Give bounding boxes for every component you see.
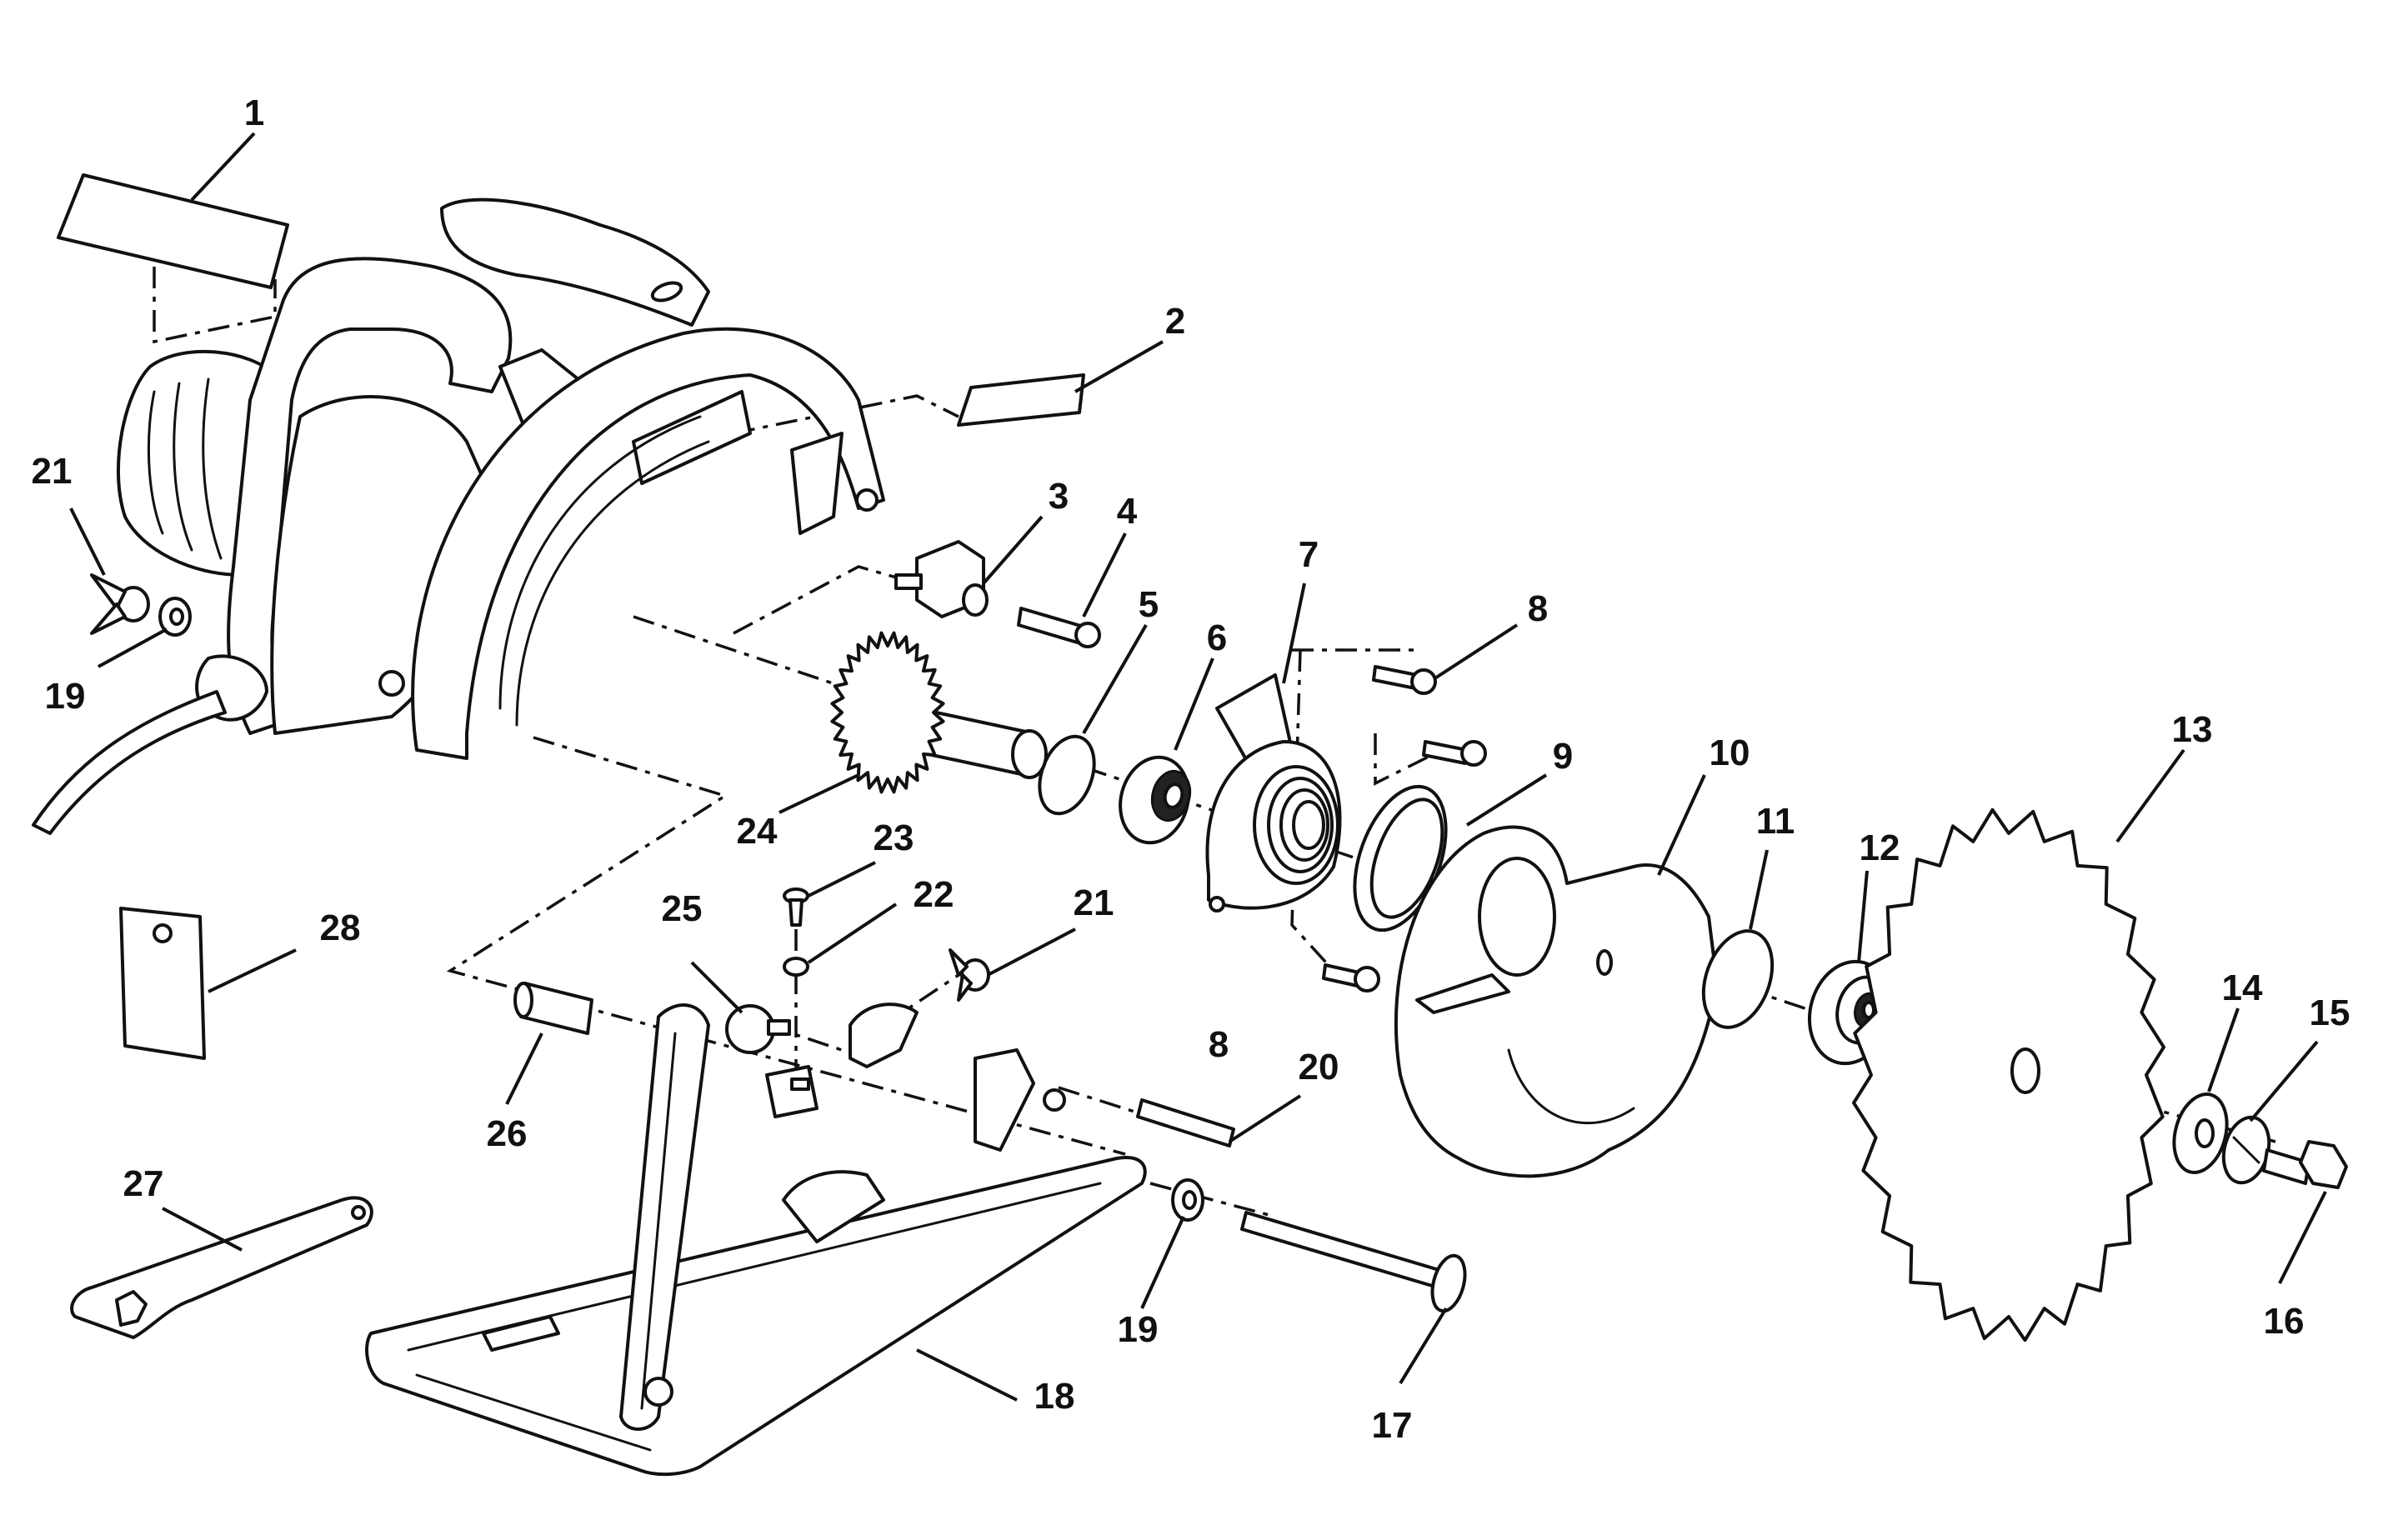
housing-screw — [378, 670, 405, 697]
part-21-wing-nut-left — [90, 573, 150, 635]
part-18-base-plate — [365, 1002, 1147, 1477]
callout-5: 5 — [1139, 584, 1159, 625]
callout-16: 16 — [2264, 1301, 2305, 1342]
bevel-bracket — [619, 1003, 710, 1431]
callout-3: 3 — [1049, 476, 1069, 517]
part-4-screw — [1017, 607, 1101, 648]
guard-pivot-hole — [855, 488, 879, 512]
callout-21-right: 21 — [1074, 882, 1114, 923]
screw-8c-axis — [1374, 733, 1434, 786]
saw-body — [32, 198, 710, 835]
upper-blade-guard — [411, 327, 885, 760]
part-19-washer-left — [158, 597, 192, 637]
callout-8-upper: 8 — [1528, 588, 1548, 629]
part-14-outer-washer — [2172, 1092, 2229, 1175]
callout-13: 13 — [2172, 709, 2213, 750]
label-2-placement-line — [733, 394, 959, 435]
part-28-tag — [119, 907, 206, 1060]
bolt-17-axis — [1149, 1182, 1276, 1218]
part-6-bearing — [1119, 755, 1192, 845]
part-13-saw-blade — [1852, 808, 2165, 1342]
base-slot — [482, 1315, 560, 1352]
base-pivot-axis — [446, 736, 1126, 1156]
callout-19-left: 19 — [45, 676, 86, 717]
callout-1: 1 — [244, 92, 264, 133]
part-3-anchor-block — [894, 540, 989, 618]
base-cutout — [782, 1170, 885, 1243]
part-8-screw-upper — [1372, 665, 1437, 695]
leader-lines — [69, 132, 2327, 1402]
callout-7: 7 — [1299, 534, 1319, 575]
callout-6: 6 — [1207, 618, 1227, 658]
callout-19-right: 19 — [1118, 1309, 1159, 1350]
callout-2: 2 — [1165, 301, 1185, 342]
callout-21-left: 21 — [32, 451, 73, 492]
part-9-retaining-spring — [1353, 784, 1448, 932]
callout-25: 25 — [662, 888, 703, 929]
part-10-lower-blade-guard — [1394, 825, 1719, 1178]
part-8-screw-lower — [1322, 963, 1380, 992]
front-bracket — [765, 1065, 819, 1118]
part-8-screw-middle — [1422, 740, 1487, 767]
callout-10: 10 — [1710, 732, 1750, 773]
part-19-washer-right — [1171, 1178, 1204, 1222]
callout-24: 24 — [737, 811, 778, 852]
part-26-bushing — [513, 982, 593, 1035]
callout-26: 26 — [487, 1113, 528, 1154]
callout-17: 17 — [1372, 1405, 1413, 1446]
upper-guard — [411, 327, 885, 760]
callout-23: 23 — [874, 818, 914, 858]
label-plate-1 — [57, 173, 289, 289]
callout-15: 15 — [2310, 992, 2350, 1033]
bevel-latch — [849, 1002, 919, 1068]
part-17-pivot-bolt — [1240, 1211, 1467, 1313]
part-11-o-ring — [1701, 929, 1775, 1029]
part-25-knob — [725, 1004, 791, 1054]
callout-9: 9 — [1553, 736, 1573, 777]
part-16-blade-bolt — [2262, 1140, 2348, 1189]
part-22-lock-washer — [783, 957, 809, 977]
guard-window — [632, 390, 752, 485]
pin-20-axis — [1058, 1086, 1151, 1118]
part-7-guard-spring-assembly — [1205, 673, 1342, 912]
part-21-wing-nut-right — [949, 948, 990, 1002]
callout-18: 18 — [1034, 1376, 1075, 1417]
callout-27: 27 — [123, 1163, 164, 1204]
top-handle — [440, 198, 710, 327]
part-24-spindle-gear — [830, 631, 1048, 794]
label-1-placement-line — [153, 267, 277, 344]
part-27-blade-wrench — [70, 1196, 373, 1339]
part-20-pin — [1136, 1098, 1235, 1148]
label-plate-2 — [957, 373, 1085, 427]
depth-bracket — [974, 1048, 1035, 1152]
callout-4: 4 — [1117, 491, 1138, 532]
callout-12: 12 — [1860, 828, 1900, 868]
guard-lever — [790, 432, 844, 535]
callout-14: 14 — [2222, 968, 2263, 1008]
callout-28: 28 — [320, 908, 361, 948]
callout-20: 20 — [1299, 1047, 1339, 1088]
callout-22: 22 — [914, 874, 954, 915]
handle-slot — [650, 281, 683, 302]
part-23-screw — [783, 888, 809, 927]
callout-11: 11 — [1756, 801, 1795, 842]
callout-labels: 1 2 3 4 5 6 7 8 8 9 10 11 12 13 14 15 16… — [32, 92, 2350, 1446]
guard-pin-axis — [733, 565, 918, 635]
callout-8-lower: 8 — [1209, 1024, 1229, 1065]
power-cord — [32, 690, 227, 835]
